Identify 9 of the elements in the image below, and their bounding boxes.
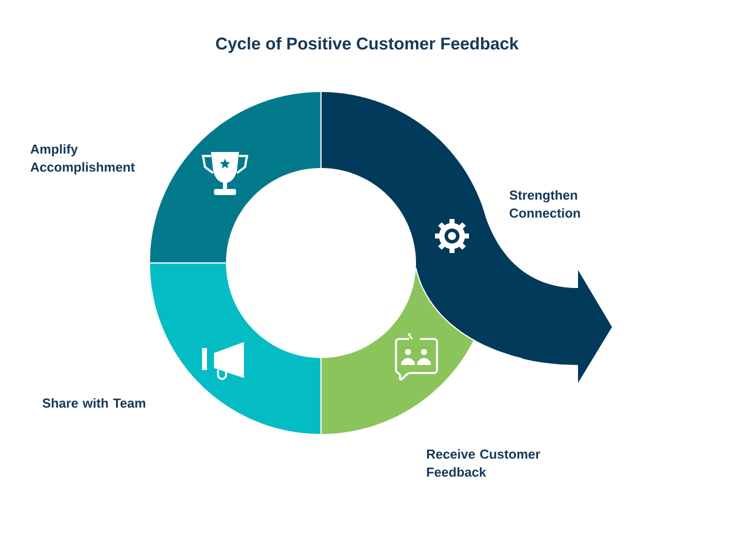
step-label: Amplify Accomplishment xyxy=(30,144,135,174)
ring-segment xyxy=(321,268,474,434)
step-label: Strengthen Connection xyxy=(510,190,580,218)
step-label: Receive Customer Feedback xyxy=(427,449,540,477)
title: Cycle of Positive Customer Feedback xyxy=(216,37,519,53)
ring-segment xyxy=(150,92,321,263)
ring-segment xyxy=(150,263,321,434)
step-label: Share with Team xyxy=(42,398,146,408)
curved-arrow xyxy=(321,92,612,383)
